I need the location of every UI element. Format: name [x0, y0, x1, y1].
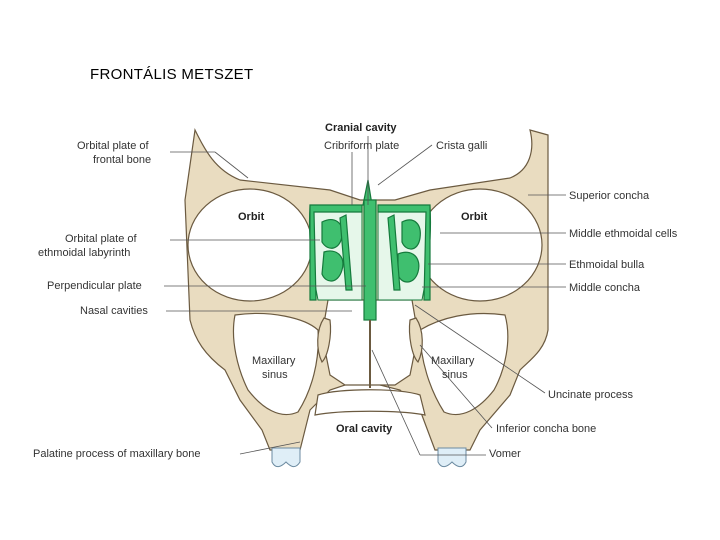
orbit-right-cavity — [417, 188, 543, 302]
label-middle-ethmoidal-cells: Middle ethmoidal cells — [569, 228, 678, 240]
label-orbital-plate-frontal-2: frontal bone — [93, 154, 151, 166]
label-middle-concha: Middle concha — [569, 282, 641, 294]
tooth-right — [437, 447, 467, 468]
oral-cavity-shape — [314, 389, 426, 416]
perpendicular-plate-shape — [363, 199, 377, 321]
label-orbit-right: Orbit — [461, 211, 488, 223]
label-vomer: Vomer — [489, 448, 521, 460]
label-maxillary-sinus-right-2: sinus — [442, 369, 468, 381]
label-crista-galli: Crista galli — [436, 140, 487, 152]
label-maxillary-sinus-left-1: Maxillary — [252, 355, 296, 367]
label-palatine-process: Palatine process of maxillary bone — [33, 448, 201, 460]
label-inferior-concha-bone: Inferior concha bone — [496, 423, 596, 435]
label-uncinate-process: Uncinate process — [548, 389, 633, 401]
label-cranial-cavity: Cranial cavity — [325, 122, 397, 134]
label-maxillary-sinus-left-2: sinus — [262, 369, 288, 381]
label-maxillary-sinus-right-1: Maxillary — [431, 355, 475, 367]
label-orbital-plate-frontal-1: Orbital plate of — [77, 140, 149, 152]
label-nasal-cavities: Nasal cavities — [80, 305, 148, 317]
orbit-left-cavity — [187, 188, 313, 302]
label-perpendicular-plate: Perpendicular plate — [47, 280, 142, 292]
tooth-left — [271, 447, 301, 468]
label-orbit-left: Orbit — [238, 211, 265, 223]
maxillary-sinus-right-cavity — [419, 312, 509, 416]
label-orbital-plate-ethmoid-2: ethmoidal labyrinth — [38, 247, 130, 259]
label-cribriform-plate: Cribriform plate — [324, 140, 399, 152]
label-superior-concha: Superior concha — [569, 190, 650, 202]
label-orbital-plate-ethmoid-1: Orbital plate of — [65, 233, 137, 245]
label-oral-cavity: Oral cavity — [336, 423, 393, 435]
maxillary-sinus-left-cavity — [232, 312, 319, 416]
slide-title: FRONTÁLIS METSZET — [90, 66, 254, 83]
label-ethmoidal-bulla: Ethmoidal bulla — [569, 259, 645, 271]
